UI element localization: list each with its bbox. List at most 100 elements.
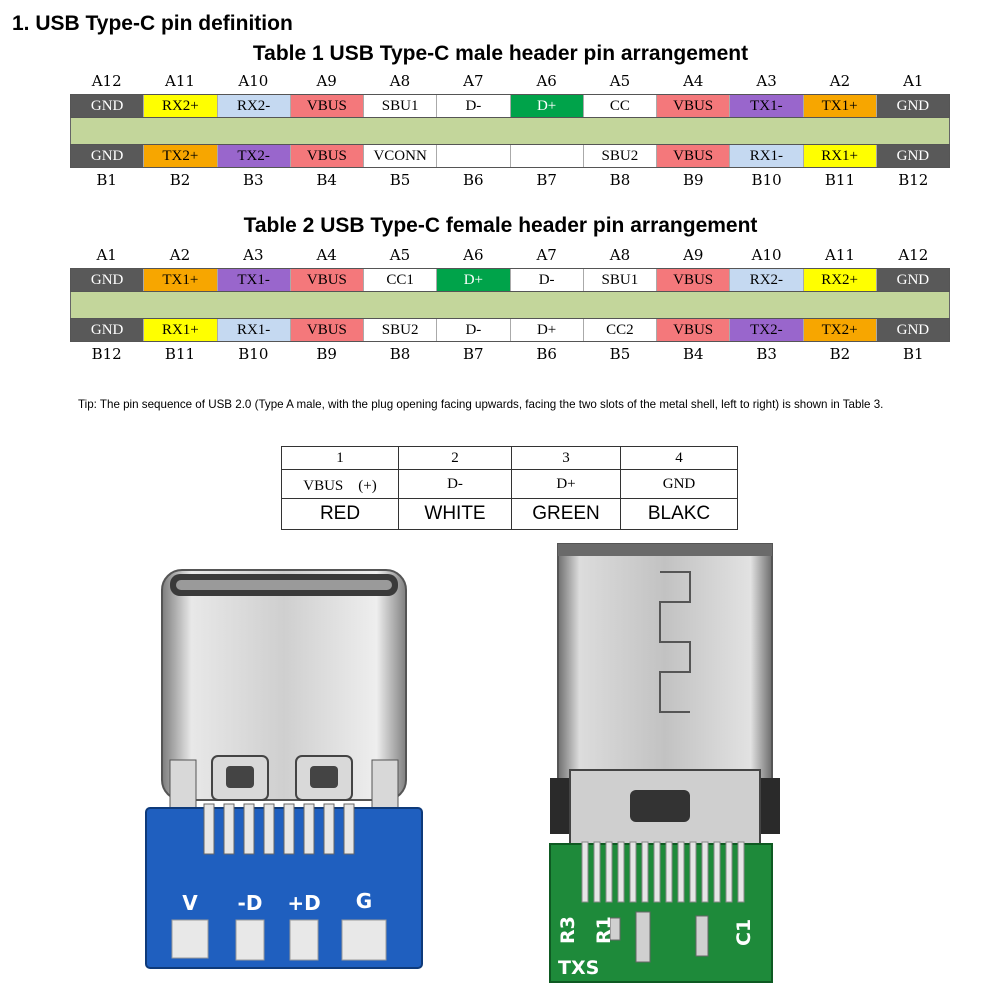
pin-signal-cell: D+ [510, 95, 584, 117]
pin-number: A4 [316, 246, 337, 264]
pin-number: B12 [91, 345, 122, 363]
pin-number: B10 [751, 171, 782, 189]
pin-signal-cell: GND [71, 269, 145, 291]
pin-number: B12 [898, 171, 929, 189]
pin-signal-cell: VBUS [290, 269, 364, 291]
pin-number: B7 [536, 171, 557, 189]
usb2-signal-cell: GND [620, 469, 738, 499]
pin-number: B1 [902, 345, 924, 363]
pin-signal-cell: CC [583, 95, 657, 117]
label-r3: R3 [557, 916, 579, 944]
pin-number: A11 [165, 72, 195, 90]
pin-signal-cell [510, 145, 584, 167]
usb2-wire-cell: BLAKC [620, 498, 738, 530]
pin-signal-cell: D- [510, 269, 584, 291]
pin-signal-cell: GND [876, 95, 949, 117]
label-d-plus: +D [287, 891, 320, 915]
pin-number: B1 [96, 171, 117, 189]
pin-signal-cell: VBUS [657, 269, 731, 291]
pin-number: B5 [609, 345, 631, 363]
section-title: 1. USB Type-C pin definition [12, 12, 293, 35]
usb2-pin-cell: 2 [398, 446, 512, 470]
pin-signal-cell: CC1 [364, 269, 438, 291]
pin-signal-cell: RX1- [217, 319, 291, 341]
label-txs: TXS [558, 957, 599, 979]
usb2-signal-cell: D- [398, 469, 512, 499]
usb2-pin-number-row: 1 2 3 4 [281, 446, 738, 470]
usb2-signal-cell: D+ [511, 469, 621, 499]
pin-signal-cell: SBU1 [364, 95, 438, 117]
pin-signal-cell: VCONN [364, 145, 438, 167]
pin-number: B4 [683, 345, 704, 363]
pin-signal-cell: D- [437, 95, 511, 117]
table1-tongue-band [70, 118, 950, 144]
pin-signal-cell [437, 145, 511, 167]
pin-number: A6 [536, 72, 557, 90]
label-g: G [356, 889, 372, 913]
pin-number: B10 [238, 345, 269, 363]
pad-d-plus [289, 919, 319, 961]
pin-signal-cell: VBUS [290, 145, 364, 167]
pin-signal-cell: RX1+ [803, 145, 877, 167]
pin-number: A10 [238, 72, 269, 90]
female-metal-shell [161, 569, 407, 801]
usb2-pin-cell: 3 [511, 446, 621, 470]
pin-signal-cell: TX1+ [144, 269, 218, 291]
pin-number: B11 [824, 171, 855, 189]
pin-number: A5 [609, 72, 631, 90]
usb2-signal-row: VBUS (+) D- D+ GND [281, 469, 738, 499]
usb2-pin-cell: 1 [281, 446, 399, 470]
pin-signal-cell: TX2+ [803, 319, 877, 341]
pin-number: B3 [243, 171, 264, 189]
pin-signal-cell: VBUS [657, 145, 731, 167]
pin-number: B11 [164, 345, 196, 363]
usb2-pin-cell: 4 [620, 446, 738, 470]
usb2-wire-color-row: RED WHITE GREEN BLAKC [281, 498, 738, 530]
label-v: V [182, 891, 198, 915]
pin-number: B4 [316, 171, 337, 189]
pin-number: B5 [389, 171, 411, 189]
pin-number: A8 [389, 72, 411, 90]
pin-number: A2 [169, 246, 191, 264]
pin-signal-cell: SBU2 [364, 319, 438, 341]
pin-number: B6 [463, 171, 484, 189]
tip-text: Tip: The pin sequence of USB 2.0 (Type A… [78, 398, 884, 411]
pin-number: A2 [829, 72, 851, 90]
pin-number: A1 [903, 72, 924, 90]
pin-number: A5 [389, 246, 411, 264]
table1-title: Table 1 USB Type-C male header pin arran… [252, 42, 749, 65]
pin-signal-cell: TX2- [217, 145, 291, 167]
female-connector-illustration: V -D +D G [145, 569, 423, 969]
table2-tongue-band [70, 292, 950, 318]
pin-signal-cell: RX1- [730, 145, 804, 167]
pin-number: B8 [389, 345, 411, 363]
pin-number: A4 [683, 72, 704, 90]
usb2-signal-cell: VBUS (+) [281, 469, 399, 499]
pin-number: A9 [683, 246, 704, 264]
pin-signal-cell: TX1- [730, 95, 804, 117]
pad-g [341, 919, 387, 961]
male-connector-illustration: R3 R1 C1 TXS [549, 543, 780, 983]
pin-signal-cell: TX1+ [803, 95, 877, 117]
label-c1: C1 [733, 919, 755, 946]
pin-signal-cell: TX1- [217, 269, 291, 291]
pin-number: A11 [824, 246, 855, 264]
pin-number: B9 [683, 171, 704, 189]
pin-number: A12 [898, 246, 929, 264]
pin-number: A9 [316, 72, 337, 90]
pin-signal-cell: CC2 [583, 319, 657, 341]
usb2-wire-cell: WHITE [398, 498, 512, 530]
pin-number: A1 [96, 246, 117, 264]
pin-signal-cell: RX2+ [144, 95, 218, 117]
pin-number: B6 [536, 345, 557, 363]
pad-v [171, 919, 209, 959]
pin-signal-cell: GND [71, 319, 145, 341]
label-d-minus: -D [238, 891, 263, 915]
pin-signal-cell: SBU1 [583, 269, 657, 291]
usb2-pin-table: 1 2 3 4 VBUS (+) D- D+ GND RED WHITE GRE… [281, 446, 738, 530]
